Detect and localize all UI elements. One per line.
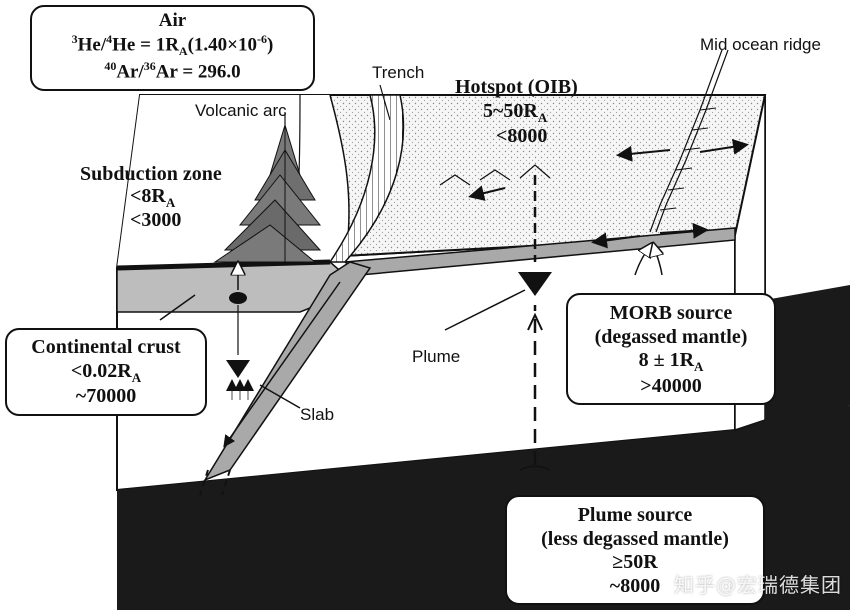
- subducting-slab: [199, 261, 372, 496]
- plume-label: Plume: [412, 347, 460, 366]
- air-helium-ratio: 3He/4He = 1RA(1.40×10-6): [71, 32, 274, 59]
- continental-title: Continental crust: [31, 336, 181, 358]
- slab-label: Slab: [300, 405, 334, 424]
- morb-ratio: 8 ± 1RA: [638, 349, 704, 375]
- continental-value: ~70000: [75, 384, 137, 407]
- morb-value: >40000: [640, 374, 702, 397]
- hotspot-value: <8000: [496, 125, 547, 147]
- continental-ratio: <0.02RA: [70, 359, 142, 385]
- air-title: Air: [158, 10, 187, 31]
- air-info-box: Air 3He/4He = 1RA(1.40×10-6) 40Ar/36Ar =…: [30, 5, 315, 91]
- volcanic-arc-label: Volcanic arc: [195, 101, 287, 120]
- mid-ocean-ridge: [591, 49, 749, 276]
- trench-zone: [328, 94, 405, 263]
- watermark: 知乎@宏瑞德集团: [674, 573, 842, 597]
- continental-crust-box: Continental crust <0.02RA ~70000: [5, 328, 207, 416]
- plume-source-box: Plume source (less degassed mantle) ≥50R…: [505, 495, 765, 605]
- plume-source-title: Plume source: [577, 504, 693, 526]
- leader-lines: [159, 84, 526, 409]
- mid-ocean-ridge-label: Mid ocean ridge: [700, 35, 821, 54]
- subduction-zone-text: Subduction zone <8RA <3000: [80, 163, 222, 231]
- morb-source-box: MORB source (degassed mantle) 8 ± 1RA >4…: [566, 293, 776, 405]
- continental-crust-layer: [116, 259, 346, 313]
- hotspot-ratio: 5~50RA: [483, 100, 548, 125]
- arc-magma-path: [226, 265, 254, 400]
- morb-subtitle: (degassed mantle): [594, 325, 748, 348]
- subduction-title: Subduction zone: [80, 163, 222, 185]
- morb-title: MORB source: [609, 302, 733, 324]
- hotspot-features: [439, 164, 552, 471]
- plume-source-ratio: ≥50R: [612, 551, 658, 574]
- volcanic-arc-cones: [213, 120, 322, 265]
- plume-source-subtitle: (less degassed mantle): [541, 527, 729, 550]
- plume-source-value: ~8000: [609, 574, 661, 597]
- subduction-value: <3000: [130, 209, 181, 231]
- hotspot-title: Hotspot (OIB): [455, 76, 578, 98]
- hotspot-text: Hotspot (OIB) 5~50RA <8000: [455, 76, 578, 147]
- subduction-ratio: <8RA: [130, 185, 176, 210]
- trench-label: Trench: [372, 63, 424, 82]
- air-argon-ratio: 40Ar/36Ar = 296.0: [104, 58, 241, 83]
